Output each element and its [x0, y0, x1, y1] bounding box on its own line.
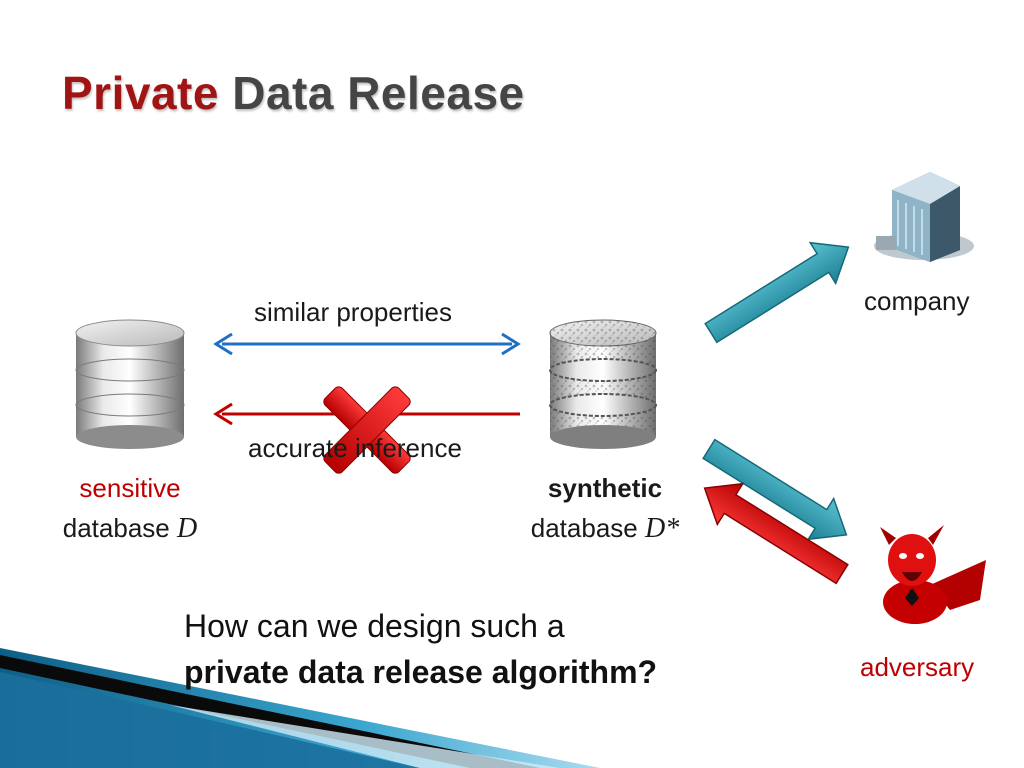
question-text: How can we design such a private data re…: [184, 603, 657, 695]
question-line-2: private data release algorithm?: [184, 654, 658, 690]
synthetic-db-symbol: D*: [644, 513, 680, 544]
synthetic-db-line: database D*: [510, 508, 700, 549]
decorative-corner-band: [0, 648, 600, 768]
sensitive-label: sensitive: [79, 473, 181, 503]
synthetic-db-text: database: [530, 513, 638, 543]
release-arrow-company: [704, 241, 850, 344]
adversary-label: adversary: [860, 652, 975, 682]
sensitive-db-text: database: [62, 513, 170, 543]
office-building-icon: [874, 172, 974, 262]
sensitive-database-caption: sensitive database D: [40, 468, 220, 549]
accurate-inference-label: accurate inference: [248, 433, 462, 463]
synthetic-label: synthetic: [547, 473, 663, 503]
synthetic-database-icon: [549, 319, 657, 449]
sensitive-db-line: database D: [40, 508, 220, 549]
synthetic-database-caption: synthetic database D*: [510, 468, 700, 549]
question-line-1: How can we design such a: [184, 608, 565, 644]
cross-mark-icon: [323, 386, 411, 474]
devil-icon: [880, 525, 986, 624]
similar-properties-label: similar properties: [254, 297, 452, 327]
company-label: company: [864, 286, 970, 316]
title-rest: Data Release: [232, 67, 525, 119]
sensitive-db-symbol: D: [176, 513, 198, 544]
sensitive-database-icon: [75, 319, 185, 449]
page-title: Private Data Release: [62, 66, 525, 120]
attack-arrow: [703, 482, 849, 585]
release-arrow-adversary: [702, 438, 848, 541]
similar-properties-arrow: [213, 332, 521, 356]
title-highlight: Private: [62, 67, 219, 119]
